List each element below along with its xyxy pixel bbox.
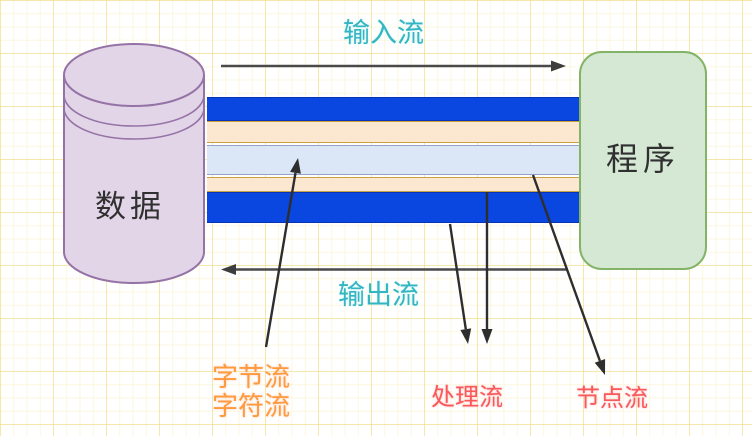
output-stream-label: 输出流 xyxy=(338,280,419,311)
stripe-lightblue-middle xyxy=(207,145,583,175)
stripe-blue-bottom xyxy=(207,192,583,223)
output-flow-arrow xyxy=(221,264,568,275)
byte-stream-label: 字节流 xyxy=(212,363,291,393)
stripe-peach-top xyxy=(207,121,583,143)
byte-char-stream-label: 字节流 字符流 xyxy=(212,364,290,422)
data-store-label: 数据 xyxy=(95,189,165,225)
program-box xyxy=(579,51,707,270)
data-cylinder xyxy=(63,43,205,284)
stripe-peach-bottom xyxy=(207,177,583,192)
process-stream-arrow-1 xyxy=(448,223,472,344)
input-stream-label: 输入流 xyxy=(343,18,424,49)
node-stream-arrow xyxy=(531,174,606,375)
node-stream-label: 节点流 xyxy=(576,384,648,412)
char-stream-label: 字符流 xyxy=(212,392,291,422)
process-stream-label: 处理流 xyxy=(431,383,503,411)
byte-stream-arrow xyxy=(264,158,301,348)
input-flow-arrow xyxy=(221,60,566,72)
process-stream-arrow-2 xyxy=(481,192,493,344)
program-label: 程序 xyxy=(606,140,681,178)
stripe-blue-top xyxy=(207,97,583,121)
